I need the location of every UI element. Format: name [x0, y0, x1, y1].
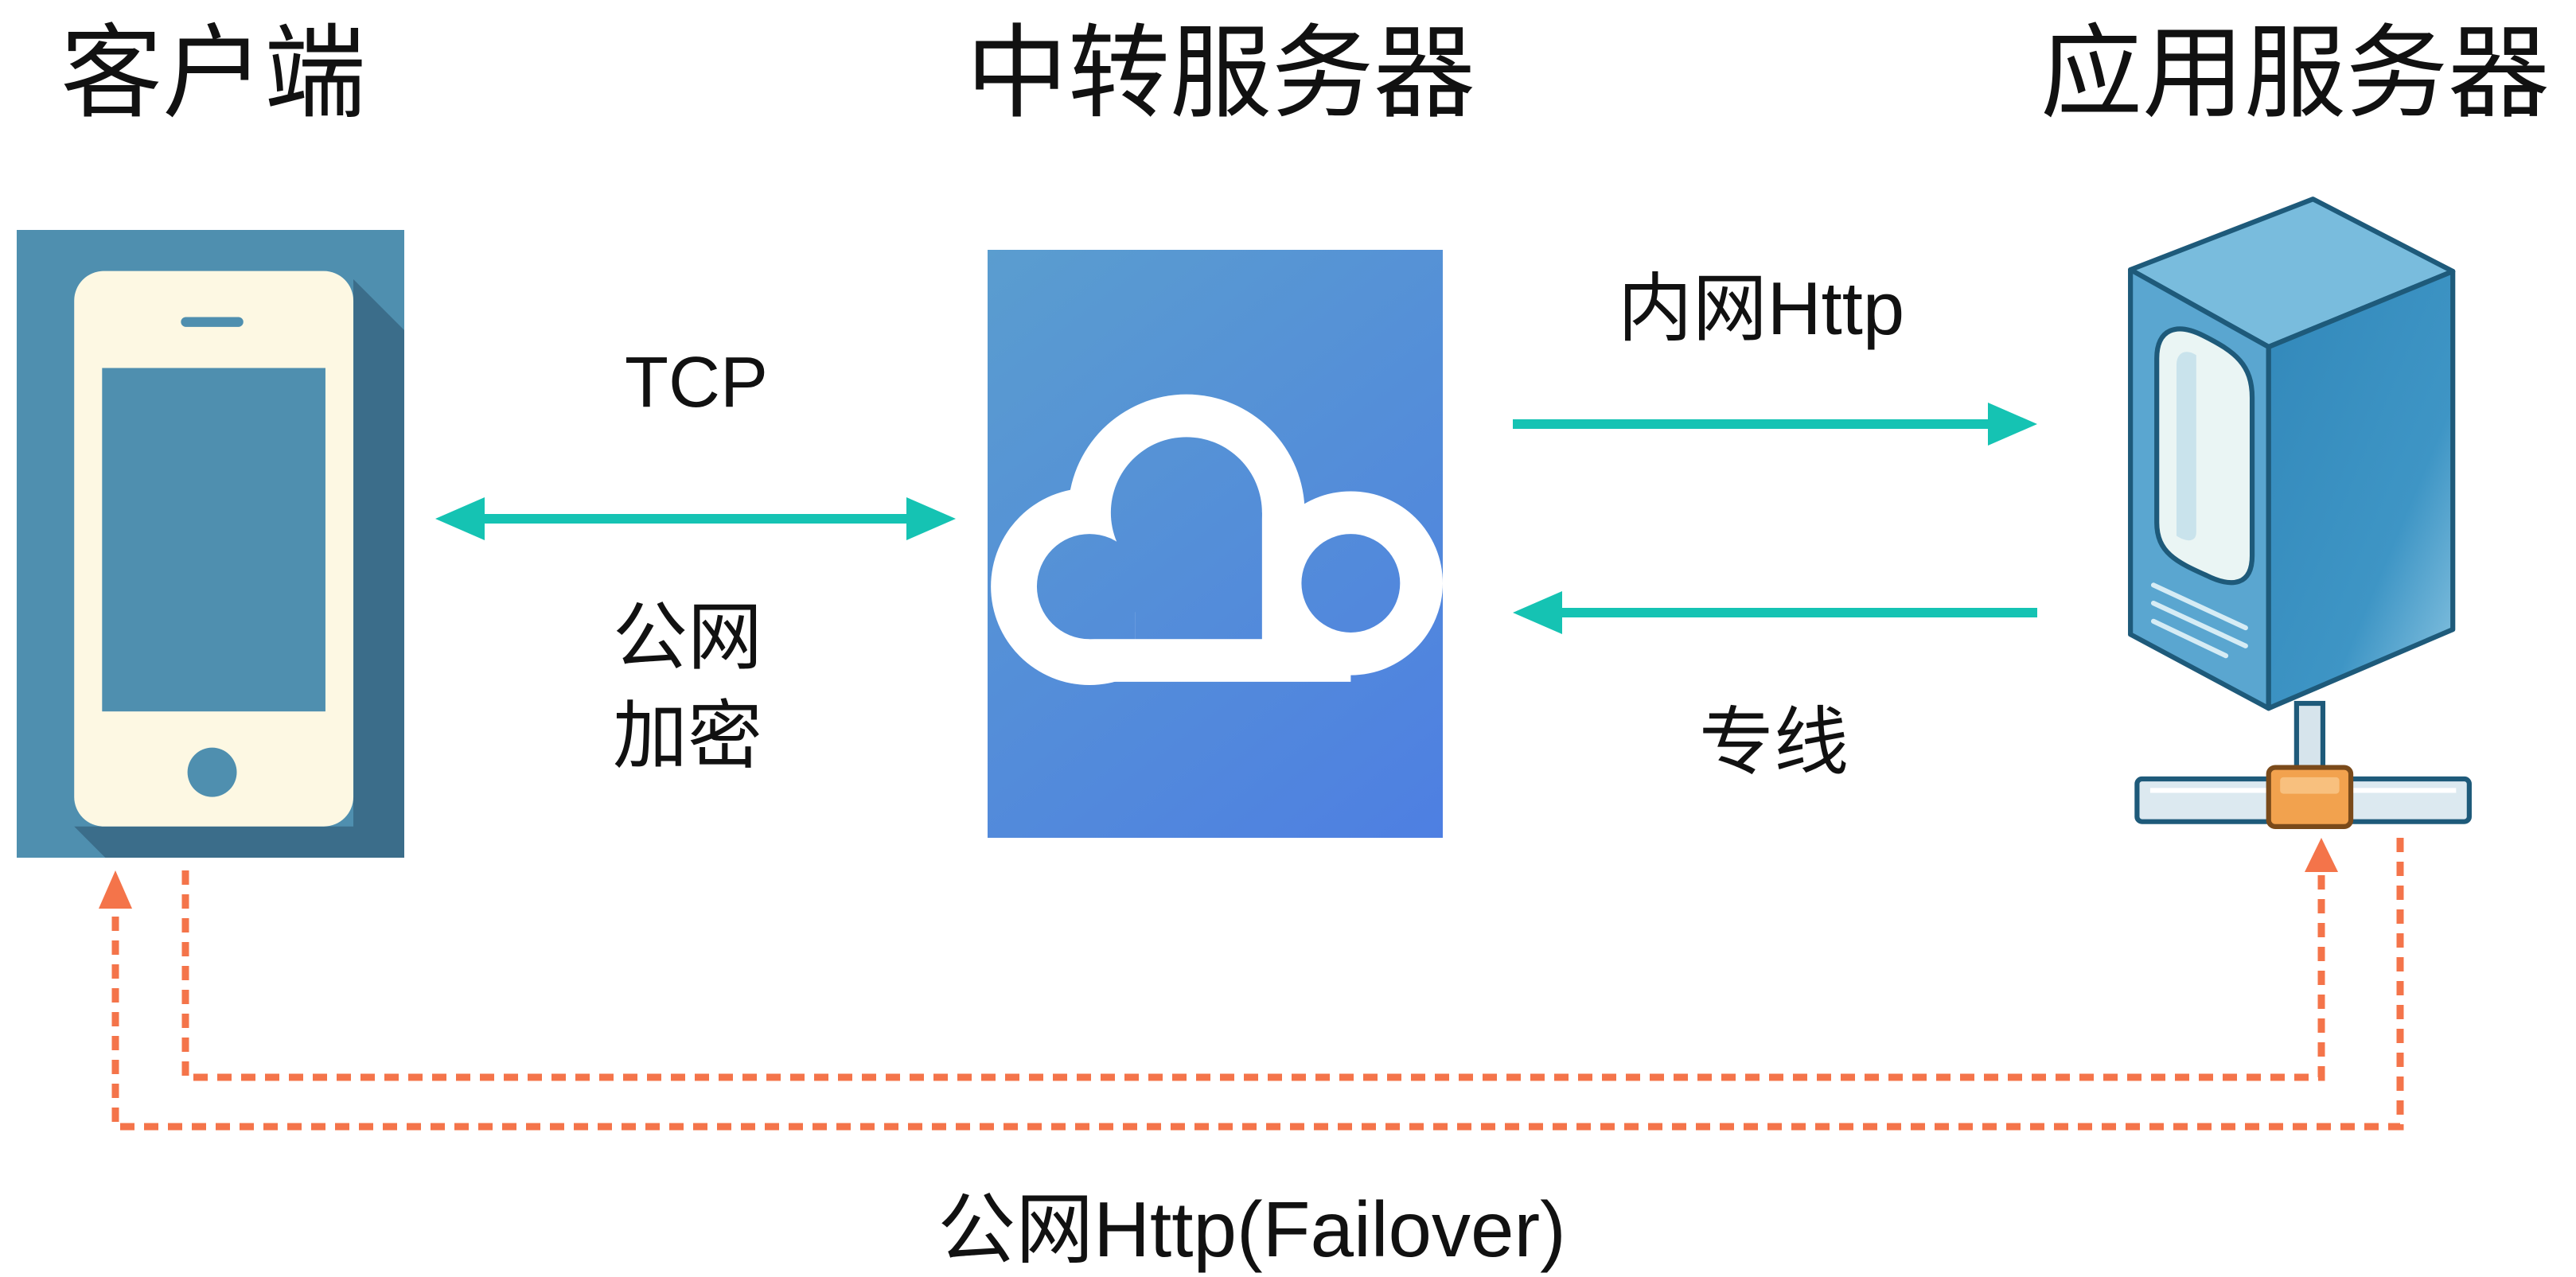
cloud-graphic — [988, 250, 1443, 838]
public-network-label: 公网 — [612, 595, 762, 679]
relay-server-title: 中转服务器 — [965, 17, 1475, 130]
failover-client-to-app-arrow — [181, 838, 2338, 1081]
smartphone-screen — [102, 368, 325, 712]
client-title: 客户端 — [60, 17, 366, 130]
server-side-face — [2266, 268, 2456, 711]
smartphone-speaker — [181, 317, 244, 327]
failover-label: 公网Http(Failover) — [937, 1186, 1566, 1273]
tcp-label: TCP — [625, 343, 768, 422]
app-server-title: 应用服务器 — [2040, 17, 2550, 130]
intranet-http-label: 内网Http — [1617, 267, 1905, 350]
failover-app-to-client-arrow — [99, 838, 2404, 1131]
server-vent-lines — [2150, 582, 2248, 659]
cloud-icon — [988, 250, 1443, 838]
app-to-relay-arrowhead — [1513, 591, 1562, 634]
relay-to-app-arrow — [1513, 403, 2037, 446]
smartphone-home-button — [187, 747, 237, 797]
dedicated-line-label: 专线 — [1698, 700, 1849, 784]
relay-to-app-arrowhead — [1988, 403, 2037, 446]
tcp-arrowhead-right — [906, 497, 956, 540]
server-network-connector-highlight — [2280, 777, 2340, 794]
smartphone-long-shadow — [74, 278, 404, 858]
cloud-inner — [1036, 437, 1401, 640]
server-window-highlight — [2177, 352, 2196, 541]
smartphone-icon — [17, 230, 404, 858]
server-graphic — [2128, 197, 2472, 829]
app-to-relay-arrow — [1513, 591, 2037, 634]
tcp-bidirectional-arrow — [435, 497, 956, 540]
failover-client-to-app-path — [181, 870, 2325, 1081]
failover-app-to-client-arrowhead — [99, 870, 132, 909]
failover-app-to-client-path — [111, 838, 2404, 1131]
failover-client-to-app-arrowhead — [2305, 838, 2338, 872]
tcp-arrowhead-left — [435, 497, 485, 540]
encrypted-label: 加密 — [612, 694, 762, 777]
smartphone-graphic — [17, 230, 404, 858]
server-icon — [2127, 194, 2473, 830]
